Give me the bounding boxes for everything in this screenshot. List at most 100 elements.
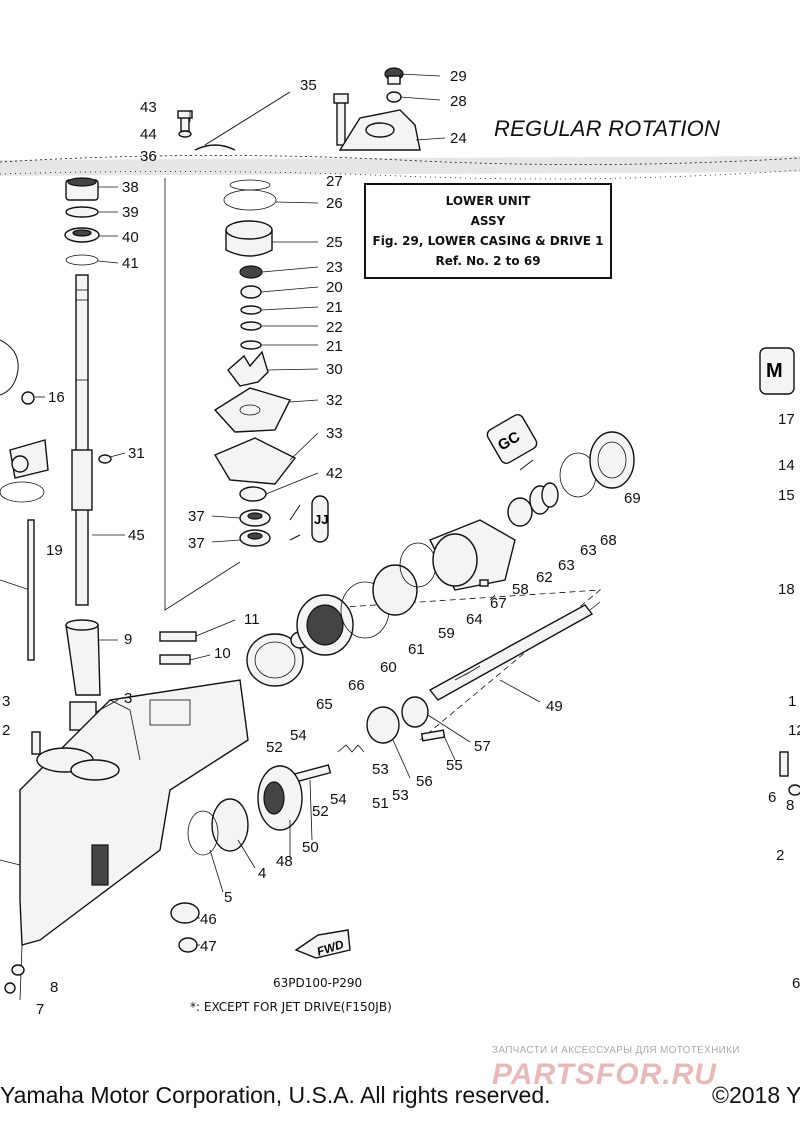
callout-30: 30: [326, 361, 343, 378]
oil-seal-40: [64, 227, 100, 243]
pin-31: [98, 454, 112, 464]
callout-19: 19: [46, 542, 63, 559]
callout-15: 15: [778, 487, 795, 504]
bearing-38: [65, 177, 99, 201]
bolt-35: [333, 93, 349, 146]
callout-36: 36: [140, 148, 157, 165]
callout-66: 66: [348, 677, 365, 694]
callout-24: 24: [450, 130, 467, 147]
seal-28: [386, 91, 402, 103]
info-box: LOWER UNIT ASSY Fig. 29, LOWER CASING & …: [364, 183, 612, 279]
callout-52b: 52: [312, 803, 329, 820]
callout-41: 41: [122, 255, 139, 272]
callout-46: 46: [200, 911, 217, 928]
o-ring-27: [229, 179, 271, 191]
callout-37b: 37: [188, 535, 205, 552]
copyright-text: Yamaha Motor Corporation, U.S.A. All rig…: [0, 1082, 551, 1108]
callout-2-right: 2: [776, 847, 784, 864]
lower-casing: [19, 679, 249, 1001]
callout-60: 60: [380, 659, 397, 676]
gc-indicator: [486, 414, 538, 471]
callout-33: 33: [326, 425, 343, 442]
pin-67: [479, 579, 489, 587]
insert-cartridge-25: [225, 220, 273, 257]
callout-35: 35: [300, 77, 317, 94]
callout-42: 42: [326, 465, 343, 482]
washer-21b: [240, 340, 262, 350]
leader-lines: [35, 73, 601, 946]
info-line-3: Fig. 29, LOWER CASING & DRIVE 1: [372, 234, 604, 248]
oil-seal-37b: [239, 529, 271, 547]
washer-63b: [541, 482, 559, 508]
bearing-62: [507, 497, 533, 527]
callout-11: 11: [244, 611, 260, 628]
impeller-30: [227, 350, 269, 387]
reverse-gear-48: [257, 765, 303, 831]
sleeve-9: [65, 619, 101, 696]
callout-8: 8: [50, 979, 58, 996]
gasket-33: [213, 437, 297, 485]
callout-6-right: 6: [768, 789, 776, 806]
callout-62: 62: [536, 569, 553, 586]
right-grommet-8: [788, 784, 800, 796]
cross-pin-55: [420, 729, 446, 742]
callout-10: 10: [214, 645, 231, 662]
info-line-2: ASSY: [470, 214, 506, 228]
forward-gear-60: [296, 594, 354, 656]
shop-logo: PARTSFOR.RU: [492, 1058, 717, 1091]
callout-3b: 3: [2, 693, 10, 710]
callout-5: 5: [224, 889, 232, 906]
m-badge-shape: [759, 347, 795, 395]
callout-68: 68: [600, 532, 617, 549]
shim-10: [159, 654, 191, 665]
page-tear-band: [0, 155, 800, 180]
spacer-20: [240, 285, 262, 299]
callout-50: 50: [302, 839, 319, 856]
callout-labels: 43 44 36 35 29 28 24 27 26 25 23 20 21 2…: [2, 68, 800, 1018]
o-ring-41: [65, 254, 99, 266]
grommet-8: [11, 964, 25, 976]
callout-21: 21: [326, 299, 343, 316]
right-bolt-6: [779, 751, 789, 777]
callout-2: 2: [2, 722, 10, 739]
callout-51: 51: [372, 795, 389, 812]
diagram-title: REGULAR ROTATION: [494, 116, 721, 141]
housing-base-36: [194, 144, 236, 151]
m-badge-text: M: [766, 360, 783, 382]
callout-56: 56: [416, 773, 433, 790]
outer-plate-32: [213, 387, 291, 433]
washer-22: [240, 321, 262, 331]
shim-39: [65, 206, 99, 218]
pinion-46: [170, 902, 200, 924]
shim-65: [246, 633, 304, 687]
callout-53b: 53: [392, 787, 409, 804]
ring-nut-69: [589, 431, 635, 489]
callout-63a: 63: [558, 557, 575, 574]
callout-39: 39: [122, 204, 139, 221]
callout-47: 47: [200, 938, 217, 955]
callout-37a: 37: [188, 508, 205, 525]
grommet-29: [384, 67, 404, 85]
callout-26: 26: [326, 195, 343, 212]
shop-tagline: ЗАПЧАСТИ И АКСЕССУАРЫ ДЛЯ МОТОТЕХНИКИ: [492, 1045, 740, 1056]
callout-54a: 54: [290, 727, 307, 744]
callout-18: 18: [778, 581, 795, 598]
callout-67: 67: [490, 595, 507, 612]
callout-63b: 63: [580, 542, 597, 559]
callout-61: 61: [408, 641, 425, 658]
propeller-shaft-49: [428, 604, 594, 701]
shift-assembly: [9, 439, 49, 479]
seal-42: [239, 486, 267, 502]
callout-54b: 54: [330, 791, 347, 808]
callout-8-right: 8: [786, 797, 794, 814]
clip-16: [21, 391, 35, 405]
shift-plunger-57: [401, 696, 429, 728]
callout-21b: 21: [326, 338, 343, 355]
callout-22: 22: [326, 319, 343, 336]
diagram-code: 63PD100-P290: [273, 976, 363, 990]
callout-52a: 52: [266, 739, 283, 756]
callout-45: 45: [128, 527, 145, 544]
callout-40: 40: [122, 229, 139, 246]
callout-17: 17: [778, 411, 795, 428]
